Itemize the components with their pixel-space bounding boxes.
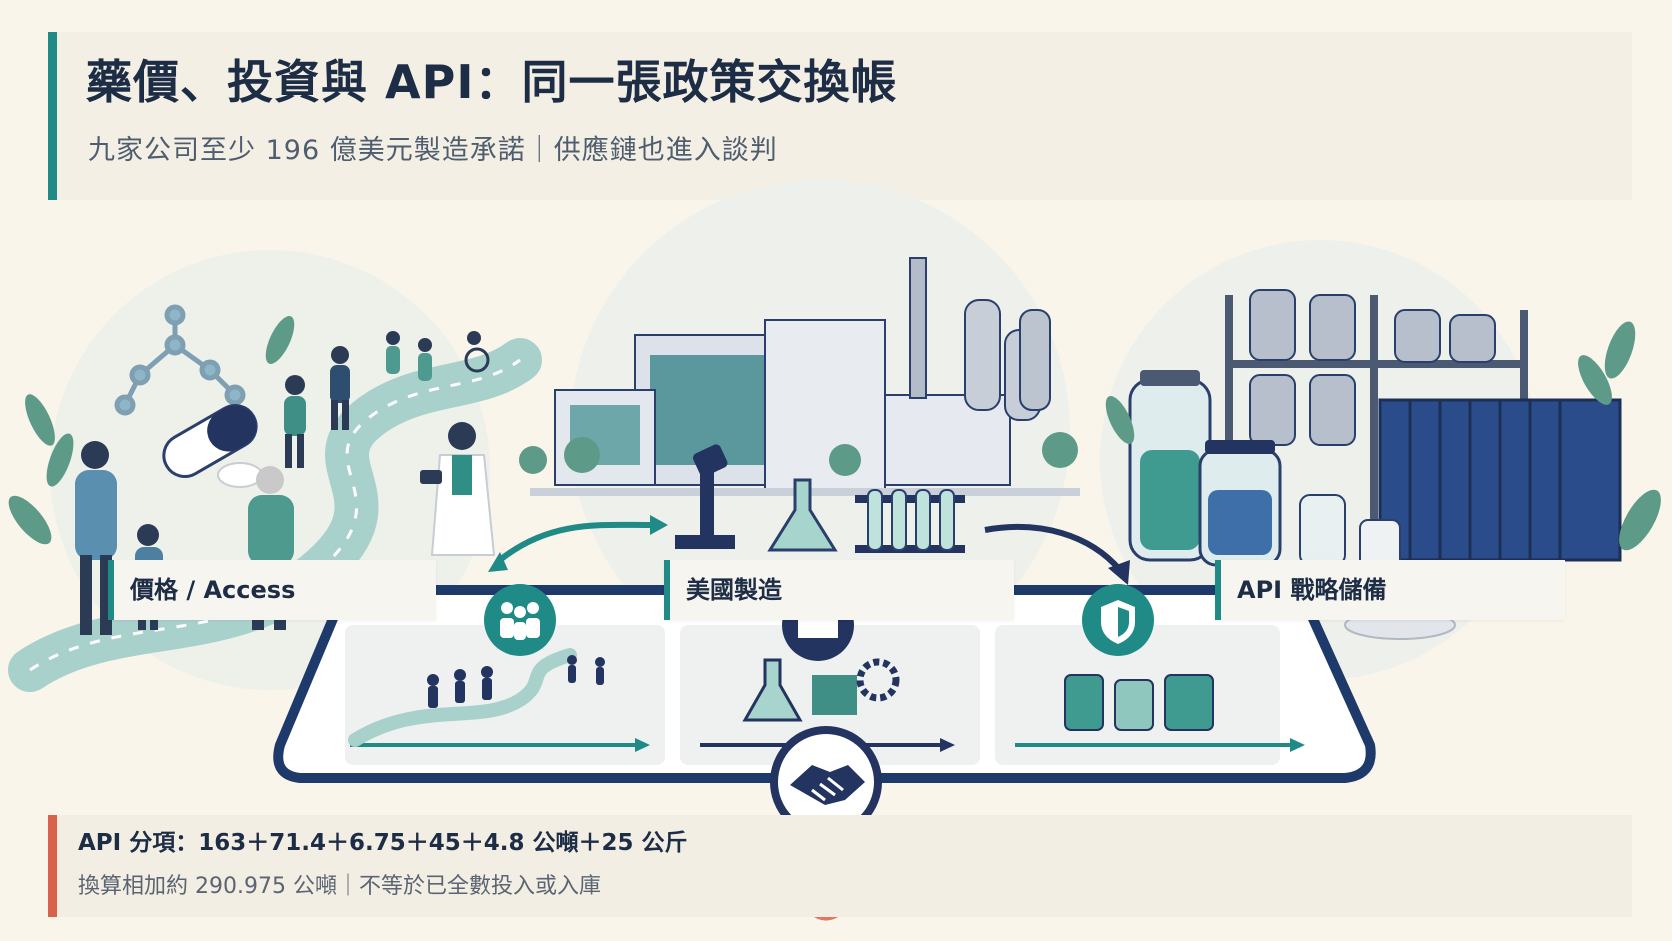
label-api-reserve: API 戰略儲備 xyxy=(1215,560,1565,620)
capsule-icon xyxy=(162,404,263,488)
walking-figures xyxy=(427,655,605,708)
lab-equipment xyxy=(675,444,965,553)
title-panel xyxy=(48,32,1632,200)
path-dashes xyxy=(29,358,521,672)
factory-building xyxy=(519,257,1080,496)
api-jars xyxy=(1128,370,1456,640)
molecule-icon xyxy=(114,304,246,416)
api-total-note: 換算相加約 290.975 公噸｜不等於已全數投入或入庫 xyxy=(78,874,601,899)
shield-icon xyxy=(1082,584,1154,656)
label-us-manufacturing: 美國製造 xyxy=(664,560,1014,620)
label-price-access: 價格 / Access xyxy=(108,560,436,620)
page-title: 藥價、投資與 API：同一張政策交換帳 xyxy=(86,55,898,109)
footer-panel xyxy=(48,815,1632,917)
right-foliage xyxy=(1105,321,1661,551)
flask-gear-icon xyxy=(742,658,900,722)
arrow-price-to-manufacturing xyxy=(498,521,651,563)
arrow-manufacturing-to-reserve xyxy=(984,524,1123,572)
storage-shelves xyxy=(1225,289,1528,545)
api-breakdown: API 分項：163＋71.4＋6.75＋45＋4.8 公噸＋25 公斤 xyxy=(78,830,688,856)
doctor-figure xyxy=(420,422,496,556)
people-icon xyxy=(484,584,556,656)
page-subtitle: 九家公司至少 196 億美元製造承諾｜供應鏈也進入談判 xyxy=(88,135,778,166)
left-foliage xyxy=(8,316,295,545)
shipping-container xyxy=(1378,398,1622,562)
jar-row-icon xyxy=(1064,674,1214,731)
